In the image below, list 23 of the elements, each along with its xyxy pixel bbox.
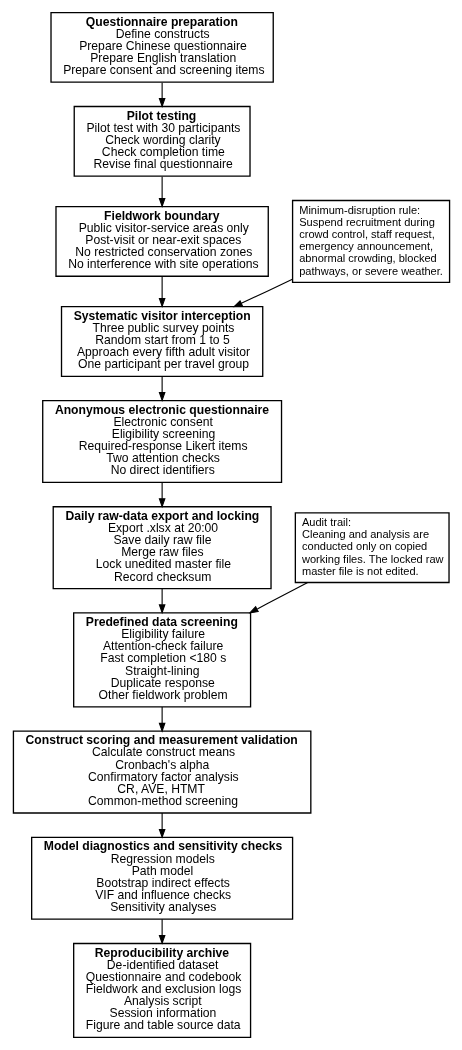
arrow — [158, 376, 166, 403]
node-box: Audit trail: Cleaning and analysis are conducted only on copied working files. The locked raw master file is not edited. — [294, 512, 450, 584]
arrow — [158, 812, 166, 839]
node-box: Fieldwork boundary Public visitor-service areas only Post-visit or near-exit spaces No restricted conservation zones No interference with site operations — [54, 205, 269, 277]
node-box: Pilot testing Pilot test with 30 participants Check wording clarity Check completion time Revise final questionnaire — [73, 105, 251, 177]
arrow — [232, 278, 293, 308]
arrow — [158, 481, 166, 509]
node-box: Predefined data screening Eligibility failure Attention-check failure Fast completion <180 s Straight-lining Duplicate response Other fieldwork problem — [72, 612, 251, 708]
arrow — [158, 276, 166, 308]
arrow — [158, 176, 166, 208]
arrow — [158, 918, 166, 945]
node-box: Construct scoring and measurement validation Calculate construct means Cronbach's alpha Confirmatory factor analysis CR, AVE, HTMT Common-method screening — [12, 730, 311, 814]
node-box: Model diagnostics and sensitivity checks Regression models Path model Bootstrap indirect effects VIF and influence checks Sensitivity analyses — [30, 836, 293, 920]
arrow — [158, 588, 166, 615]
node-box: Minimum-disruption rule: Suspend recruitment during crowd control, staff request, emergency announcement, abnormal crowding, blocked pathways, or severe weather. — [291, 199, 450, 283]
arrow — [158, 82, 166, 109]
node-box: Anonymous electronic questionnaire Electronic consent Eligibility screening Required-response Likert items Two attention checks No direct identifiers — [41, 399, 282, 484]
node-box: Systematic visitor interception Three public survey points Random start from 1 to 5 Approach every fifth adult visitor One participant per travel group — [60, 306, 263, 377]
node-box: Reproducibility archive De-identified dataset Questionnaire and codebook Fieldwork and exclusion logs Analysis script Session information Figure and table source data — [72, 942, 251, 1039]
arrow — [158, 706, 166, 733]
node-box: Questionnaire preparation Define constructs Prepare Chinese questionnaire Prepare English translation Prepare consent and screening items — [49, 11, 274, 83]
arrow — [248, 581, 308, 614]
node-box: Daily raw-data export and locking Export .xlsx at 20:00 Save daily raw file Merge raw files Lock unedited master file Record checksum — [52, 506, 272, 590]
